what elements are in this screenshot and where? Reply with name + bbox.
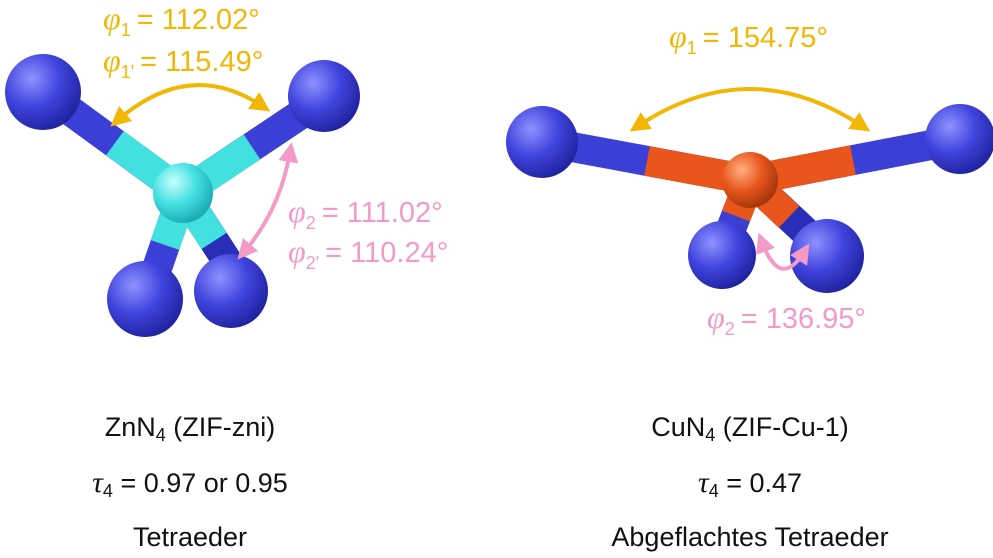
znn4-geometry: Tetraeder — [132, 522, 248, 552]
nitrogen-atom — [688, 221, 756, 289]
nitrogen-atom — [925, 104, 993, 174]
cun4-molecule — [506, 104, 993, 293]
cun4-tau4: τ4 = 0.47 — [697, 466, 803, 501]
zinc-atom — [153, 163, 213, 223]
nitrogen-atom — [288, 60, 360, 132]
phi1-angle-arrow — [110, 83, 271, 127]
nitrogen-atom — [107, 261, 183, 337]
znn4-formula: ZnN4 (ZIF-zni) — [104, 412, 276, 445]
phi1-label-right: φ1= 154.75° — [669, 18, 828, 58]
znn4-molecule — [5, 54, 360, 337]
cun4-geometry: Abgeflachtes Tetraeder — [611, 522, 889, 552]
phi2-label: φ2= 111.02° — [288, 193, 443, 233]
nitrogen-atom — [5, 54, 81, 130]
cun4-formula: CuN4 (ZIF-Cu-1) — [651, 412, 849, 445]
copper-atom — [722, 152, 778, 208]
phi2-prime-label: φ2'= 110.24° — [288, 233, 448, 273]
nitrogen-atom — [194, 254, 268, 328]
nitrogen-atom — [506, 106, 578, 178]
phi1-prime-label: φ1'= 115.49° — [103, 42, 263, 82]
phi2-angle-arrow-right — [756, 232, 810, 271]
phi2-angle-arrow — [237, 142, 299, 260]
phi1-angle-arrow-right — [629, 87, 871, 132]
phi2-label-right: φ2= 136.95° — [707, 299, 866, 339]
phi1-label: φ1= 112.02° — [103, 0, 260, 40]
znn4-tau4: τ4 = 0.97 or 0.95 — [92, 466, 288, 501]
